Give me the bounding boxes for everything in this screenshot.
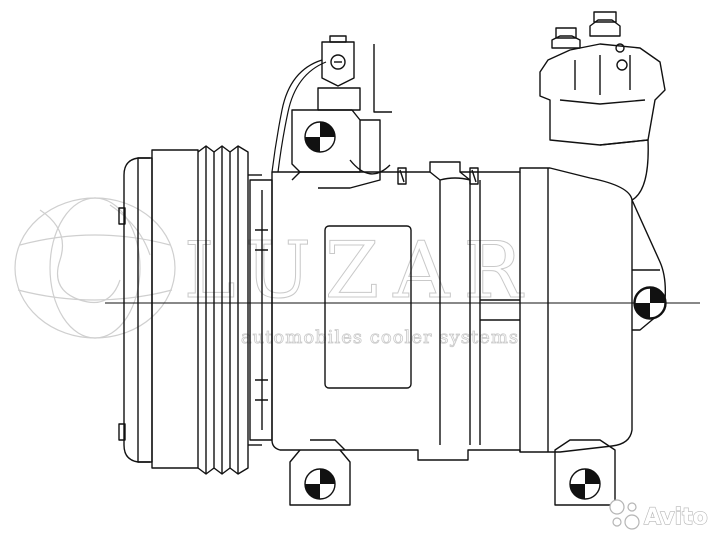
- globe-logo-icon: [14, 197, 176, 339]
- watermark-tagline: automobiles cooler systems: [241, 327, 519, 348]
- mount-hole-rear: [634, 287, 666, 319]
- pulley: [151, 145, 262, 475]
- bottom-mount-left: [289, 439, 351, 506]
- avito-dots-icon: [609, 499, 640, 530]
- watermark-logo: LUZAR automobiles cooler systems: [14, 197, 537, 348]
- avito-badge: Avito: [609, 499, 708, 531]
- compressor-body: [271, 161, 633, 461]
- body-window: [324, 225, 412, 389]
- electrical-connector: [271, 35, 392, 173]
- clutch-plate: [118, 157, 153, 463]
- mount-hole-top: [304, 121, 336, 153]
- mount-hole-bottom-left: [304, 468, 336, 500]
- avito-label: Avito: [644, 505, 708, 530]
- mount-hole-bottom-right: [569, 468, 601, 500]
- top-mount-boss: [291, 109, 391, 189]
- service-ports: [539, 11, 666, 146]
- watermark-brand: LUZAR: [184, 226, 537, 316]
- bottom-mount-right: [554, 439, 616, 506]
